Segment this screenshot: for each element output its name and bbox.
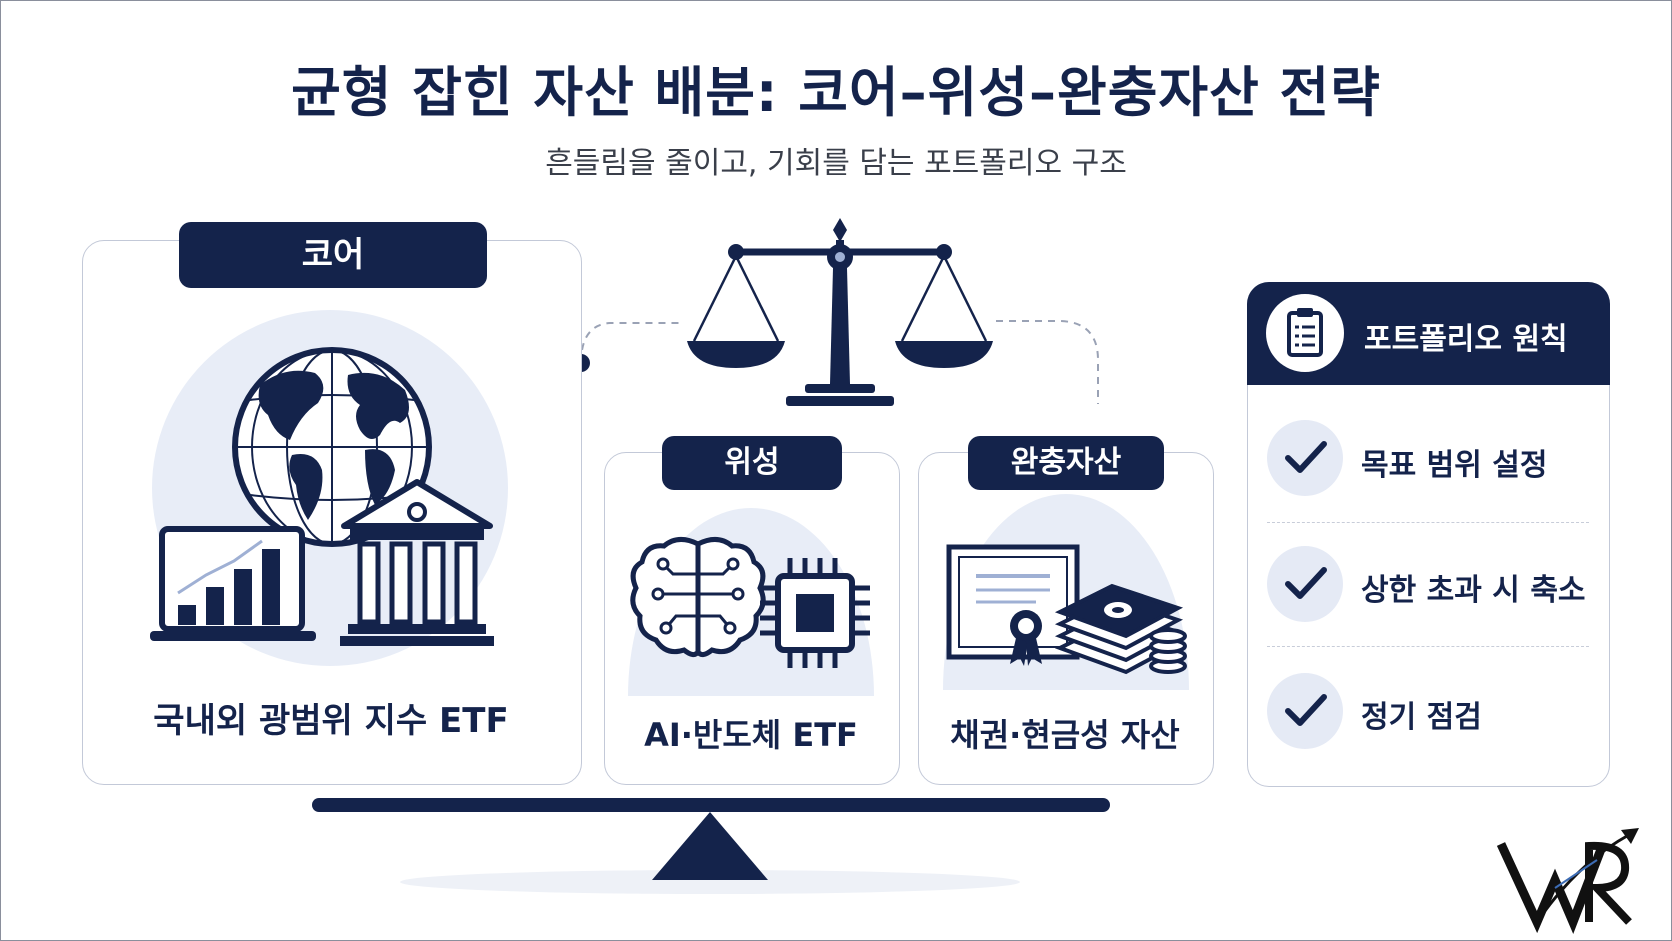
satellite-label: AI·반도체 ETF bbox=[644, 716, 858, 754]
principles-divider-1 bbox=[1267, 522, 1589, 523]
principles-divider-2 bbox=[1267, 646, 1589, 647]
bank-building-icon bbox=[340, 479, 494, 646]
core-label: 국내외 광범위 지수 ETF bbox=[153, 701, 509, 741]
balance-scale-icon bbox=[687, 218, 993, 406]
check-circle-3 bbox=[1267, 673, 1343, 749]
principle-item-3: 정기 점검 bbox=[1361, 700, 1482, 735]
principle-item-2: 상한 초과 시 축소 bbox=[1361, 573, 1586, 608]
core-tab: 코어 bbox=[179, 222, 487, 288]
cash-stack-icon bbox=[1054, 583, 1184, 675]
chip-icon bbox=[760, 558, 870, 668]
vr-logo bbox=[1496, 828, 1639, 934]
check-icon bbox=[1285, 441, 1327, 473]
check-circle-1 bbox=[1267, 420, 1343, 496]
page-title: 균형 잡힌 자산 배분: 코어–위성–완충자산 전략 bbox=[291, 61, 1381, 124]
buffer-label: 채권·현금성 자산 bbox=[950, 716, 1180, 754]
seesaw-base bbox=[312, 798, 1110, 894]
satellite-tab: 위성 bbox=[662, 436, 842, 490]
check-circle-2 bbox=[1267, 546, 1343, 622]
page-subtitle: 흔들림을 줄이고, 기회를 담는 포트폴리오 구조 bbox=[545, 146, 1127, 181]
principle-item-1: 목표 범위 설정 bbox=[1361, 448, 1548, 483]
globe-icon bbox=[232, 347, 432, 547]
buffer-tab: 완충자산 bbox=[968, 436, 1164, 490]
principles-title: 포트폴리오 원칙 bbox=[1364, 322, 1568, 357]
brain-circuit-icon bbox=[630, 537, 766, 658]
check-icon bbox=[1285, 694, 1327, 726]
bar-chart-laptop-icon bbox=[150, 526, 316, 641]
coins-icon bbox=[1149, 628, 1187, 674]
certificate-icon bbox=[946, 544, 1080, 666]
clipboard-icon bbox=[1266, 294, 1344, 372]
check-icon bbox=[1285, 567, 1327, 599]
